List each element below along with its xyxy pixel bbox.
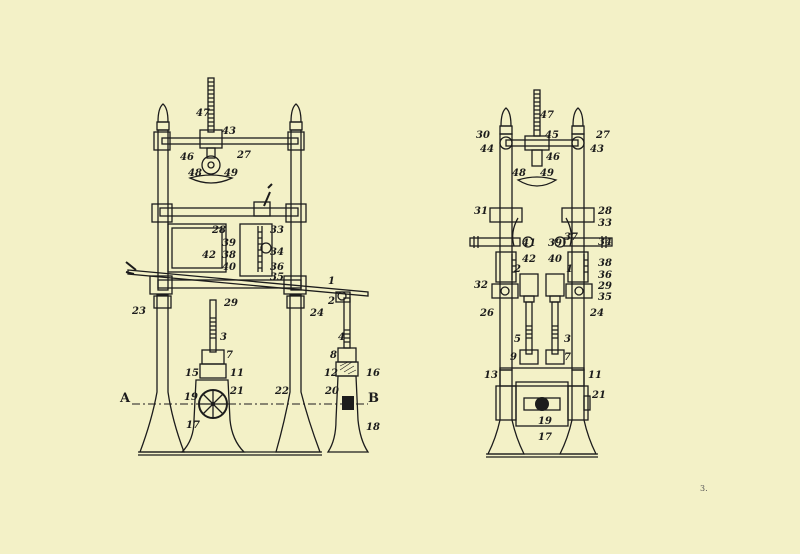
- label-right-37: 37: [564, 232, 578, 243]
- label-left-11: 11: [230, 368, 244, 379]
- left-upright-right: [290, 129, 302, 291]
- label-right-19: 19: [538, 416, 552, 427]
- left-top-crossbar: [161, 137, 299, 145]
- label-left-19: 19: [184, 392, 198, 403]
- label-left-4: 4: [338, 332, 345, 343]
- label-left-33: 33: [270, 225, 284, 236]
- label-left-34: 34: [270, 247, 284, 258]
- label-left-24: 24: [309, 308, 324, 319]
- section-letter-b: B: [368, 391, 379, 406]
- label-left-48: 48: [188, 168, 202, 179]
- label-left-17: 17: [186, 420, 200, 431]
- left-small-pedestal: [326, 375, 370, 453]
- label-left-18: 18: [366, 422, 380, 433]
- left-figure: [125, 77, 370, 456]
- right-piston-right: [545, 273, 565, 297]
- left-finial-right: [290, 103, 302, 123]
- left-finial-left: [157, 103, 169, 123]
- label-right-43: 43: [590, 144, 604, 155]
- label-right-24: 24: [589, 308, 604, 319]
- label-right-47: 47: [540, 110, 554, 121]
- label-right-48: 48: [512, 168, 526, 179]
- left-gear-block: [239, 223, 273, 277]
- label-left-28: 28: [211, 225, 226, 236]
- label-right-42: 42: [522, 254, 536, 265]
- label-right-45: 45: [545, 130, 559, 141]
- label-right-36: 36: [598, 270, 612, 281]
- label-left-38: 38: [222, 250, 236, 261]
- label-left-20: 20: [324, 386, 339, 397]
- label-right-13: 13: [484, 370, 498, 381]
- label-left-21: 21: [229, 386, 244, 397]
- left-leg-left: [139, 294, 185, 453]
- label-left-15: 15: [185, 368, 199, 379]
- right-top-crossbar: [505, 139, 579, 147]
- label-left-16: 16: [366, 368, 380, 379]
- label-right-5: 5: [514, 334, 521, 345]
- left-upright-left: [157, 129, 169, 291]
- label-right-38: 38: [598, 258, 612, 269]
- label-right-1: 1: [566, 264, 573, 275]
- label-left-23: 23: [131, 306, 146, 317]
- section-letter-a: A: [119, 391, 131, 406]
- left-top-screw: [207, 77, 215, 133]
- left-figure-labels: 47 43 46 27 48 49 28 33 39 38 34 42 40 3…: [119, 108, 380, 433]
- label-right-35: 35: [598, 292, 612, 303]
- label-right-49: 49: [540, 168, 554, 179]
- label-left-8: 8: [330, 350, 337, 361]
- label-left-42: 42: [202, 250, 216, 261]
- label-right-27: 27: [595, 130, 610, 141]
- label-right-44: 44: [480, 144, 494, 155]
- label-left-46: 46: [180, 152, 194, 163]
- label-right-2: 2: [513, 264, 521, 275]
- label-right-21: 21: [591, 390, 606, 401]
- label-right-3: 3: [564, 334, 571, 345]
- label-right-28: 28: [597, 206, 612, 217]
- label-left-3: 3: [220, 332, 227, 343]
- label-left-40: 40: [222, 262, 236, 273]
- page-number: 3.: [700, 484, 708, 493]
- right-figure: [469, 89, 613, 458]
- label-right-32: 32: [474, 280, 488, 291]
- label-right-29: 29: [597, 281, 612, 292]
- label-right-40: 40: [548, 254, 562, 265]
- label-right-30: 30: [476, 130, 490, 141]
- label-right-9: 9: [510, 352, 517, 363]
- label-left-39: 39: [222, 238, 236, 249]
- label-left-35: 35: [270, 272, 284, 283]
- label-right-46: 46: [546, 152, 560, 163]
- left-inner-plate: [167, 223, 227, 273]
- right-figure-labels: 47 30 45 27 44 43 46 48 49 31 28 33 37 4…: [474, 110, 612, 443]
- label-left-49: 49: [224, 168, 238, 179]
- label-right-41: 41: [522, 238, 536, 249]
- label-right-31: 31: [474, 206, 488, 217]
- label-left-22: 22: [274, 386, 289, 397]
- label-right-7: 7: [564, 352, 571, 363]
- label-left-7: 7: [226, 350, 233, 361]
- label-right-26: 26: [479, 308, 494, 319]
- label-right-33: 33: [598, 218, 612, 229]
- label-left-47: 47: [196, 108, 210, 119]
- label-left-29: 29: [223, 298, 238, 309]
- label-left-12: 12: [324, 368, 338, 379]
- label-right-39: 39: [548, 238, 562, 249]
- label-left-2: 2: [327, 296, 335, 307]
- label-right-17: 17: [538, 432, 552, 443]
- left-pedestal: [180, 379, 246, 453]
- left-hanging-head: [188, 147, 234, 184]
- label-right-11: 11: [588, 370, 602, 381]
- right-piston-left: [519, 273, 539, 297]
- label-left-43: 43: [222, 126, 236, 137]
- label-left-36: 36: [270, 262, 284, 273]
- label-left-27: 27: [236, 150, 251, 161]
- label-left-1: 1: [328, 276, 335, 287]
- label-right-34: 34: [598, 237, 612, 248]
